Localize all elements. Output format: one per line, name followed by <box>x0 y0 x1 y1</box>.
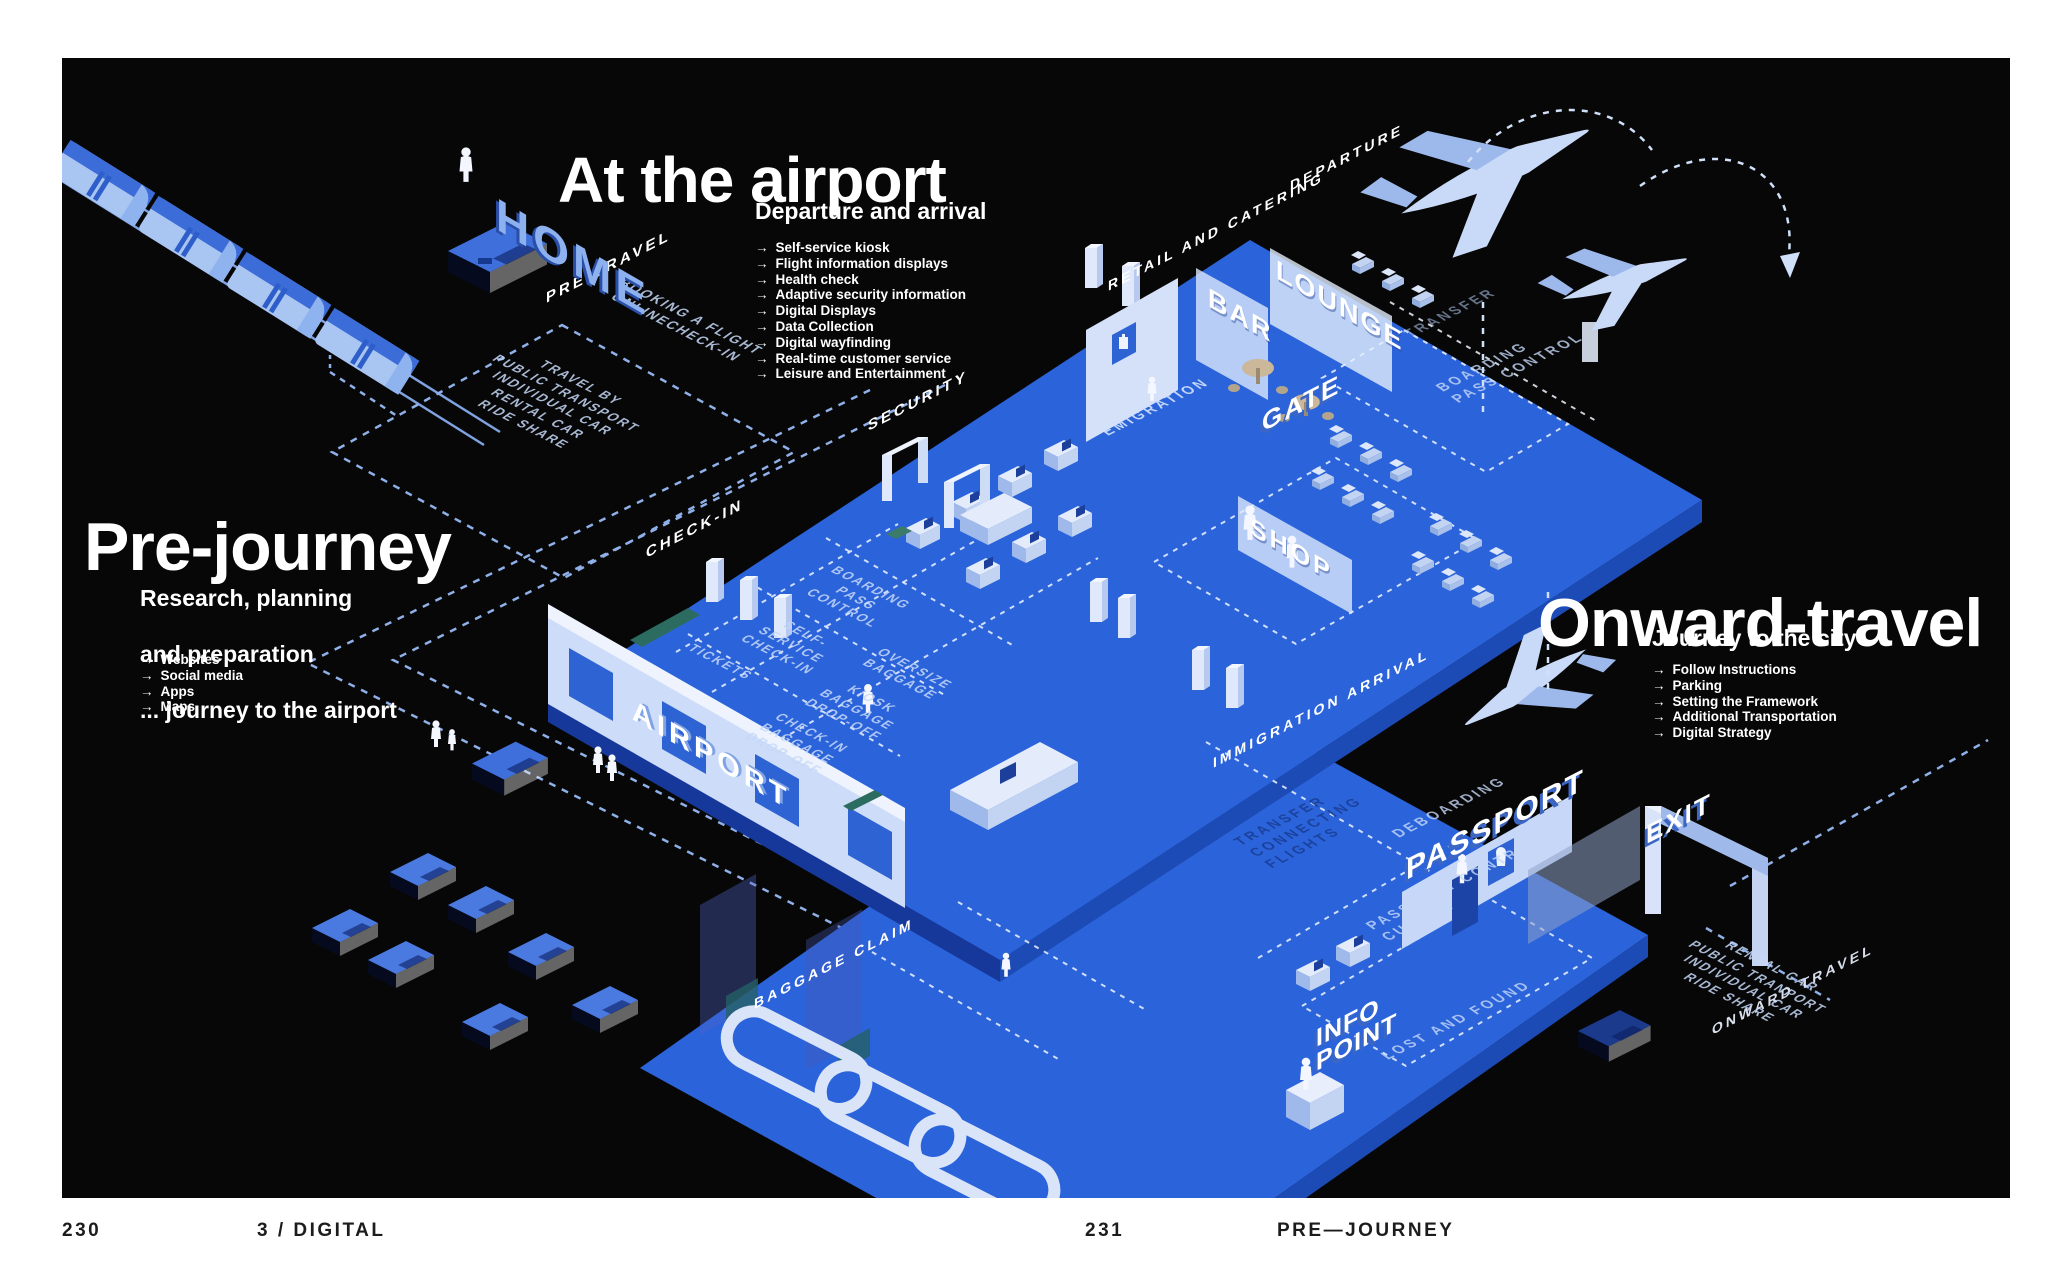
footer-left-chapter: 3 / DIGITAL <box>257 1220 386 1241</box>
bullet-text: Leisure and Entertainment <box>775 366 946 382</box>
bullet-text: Real-time customer service <box>775 350 952 366</box>
bullet-text: Self-service kiosk <box>775 240 890 255</box>
list-item: → Digital Displays <box>755 303 966 319</box>
taxi-home <box>448 222 547 293</box>
arrow-icon: → <box>755 271 769 287</box>
list-item: → Data Collection <box>755 319 966 335</box>
bar-tables <box>1228 359 1334 422</box>
arrow-icon: → <box>1652 693 1666 709</box>
bullet-text: Apps <box>160 683 195 699</box>
pre-journey-bullet-list: → Websites → Social media → Apps → Maps <box>140 652 243 715</box>
baggage-carousels <box>700 874 1061 1198</box>
bagdrop-counter <box>950 742 1078 830</box>
intro-line: ... journey to the airport <box>140 697 397 723</box>
arrow-icon: → <box>1652 725 1666 741</box>
arrow-icon: → <box>755 334 769 350</box>
footer-right-page-number: 231 <box>1085 1220 1125 1241</box>
arrow-icon: → <box>755 255 769 271</box>
list-item: → Social media <box>140 668 243 684</box>
pre-journey-intro: Research, planning and preparation ... j… <box>140 556 397 752</box>
bullet-text: Health check <box>775 271 859 287</box>
checkin-desks <box>886 438 1092 589</box>
bullet-text: Digital wayfinding <box>775 334 892 350</box>
footer-right-chapter: PRE—JOURNEY <box>1277 1220 1455 1241</box>
list-item: → Leisure and Entertainment <box>755 366 966 382</box>
list-item: → Follow Instructions <box>1652 662 1837 678</box>
arrow-icon: → <box>755 303 769 319</box>
list-item: → Health check <box>755 272 966 288</box>
train-illustration <box>62 139 501 447</box>
bullet-text: Data Collection <box>775 318 874 334</box>
arrow-icon: → <box>140 652 154 667</box>
arrow-icon: → <box>140 667 154 683</box>
lounge-panel <box>1270 248 1392 392</box>
bullet-text: Adaptive security information <box>775 287 967 303</box>
passport-control-booths <box>1402 795 1640 949</box>
list-item: → Self-service kiosk <box>755 240 966 256</box>
onward-travel-bullet-list: → Follow Instructions → Parking → Setting t… <box>1652 662 1837 741</box>
list-item: → Setting the Framework <box>1652 694 1837 710</box>
bullet-text: Social media <box>160 667 244 683</box>
intro-line: Research, planning <box>140 585 353 611</box>
list-item: → Maps <box>140 699 243 715</box>
arrow-icon: → <box>140 683 154 699</box>
exit-gate <box>1645 806 1768 966</box>
onward-travel-subtitle: Journey to the city <box>1652 625 1857 651</box>
arrow-icon: → <box>755 318 769 334</box>
at-airport-bullet-list: → Self-service kiosk → Flight information … <box>755 240 966 382</box>
terminal-building <box>548 604 905 908</box>
list-item: → Flight information displays <box>755 256 966 272</box>
arrival-platform <box>640 682 1648 1198</box>
arrow-icon: → <box>1652 709 1666 725</box>
list-item: → Digital wayfinding <box>755 335 966 351</box>
emigration-wall <box>1086 278 1178 442</box>
pre-journey-title: Pre-journey <box>84 508 452 585</box>
trajectory-arrowhead <box>1780 252 1800 278</box>
list-item: → Apps <box>140 684 243 700</box>
bullet-text: Parking <box>1672 677 1723 693</box>
at-airport-subtitle: Departure and arrival <box>755 198 987 224</box>
list-item: → Real-time customer service <box>755 351 966 367</box>
arrow-icon: → <box>1652 662 1666 677</box>
arrow-icon: → <box>140 699 154 715</box>
bullet-text: Additional Transportation <box>1672 709 1837 725</box>
list-item: → Parking <box>1652 678 1837 694</box>
security-gates <box>882 437 1032 545</box>
bullet-text: Websites <box>160 652 220 667</box>
bullet-text: Follow Instructions <box>1672 662 1797 677</box>
bullet-text: Digital Displays <box>775 303 877 319</box>
intro-line: and preparation <box>140 641 314 667</box>
info-point-desk <box>1286 1057 1344 1130</box>
list-item: → Digital Strategy <box>1652 725 1837 741</box>
bullet-text: Digital Strategy <box>1672 725 1772 741</box>
plant <box>886 526 912 539</box>
onward-travel-title: Onward-travel <box>1538 584 1983 661</box>
list-item: → Websites <box>140 652 243 668</box>
bullet-text: Setting the Framework <box>1672 693 1819 709</box>
planter-green <box>630 608 700 647</box>
selfservice-kiosks <box>706 244 1598 708</box>
list-item: → Adaptive security information <box>755 287 966 303</box>
planter-green-2 <box>843 790 883 811</box>
arrow-icon: → <box>755 240 769 255</box>
arrow-icon: → <box>755 350 769 366</box>
bullet-text: Flight information displays <box>775 255 949 271</box>
footer-left-page-number: 230 <box>62 1220 102 1241</box>
at-airport-title: At the airport <box>558 143 947 216</box>
flight-trajectories <box>1467 108 1791 690</box>
arrow-icon: → <box>755 287 769 303</box>
list-item: → Additional Transportation <box>1652 709 1837 725</box>
arrow-icon: → <box>1652 677 1666 693</box>
bullet-text: Maps <box>160 699 196 715</box>
arrow-icon: → <box>755 366 769 382</box>
